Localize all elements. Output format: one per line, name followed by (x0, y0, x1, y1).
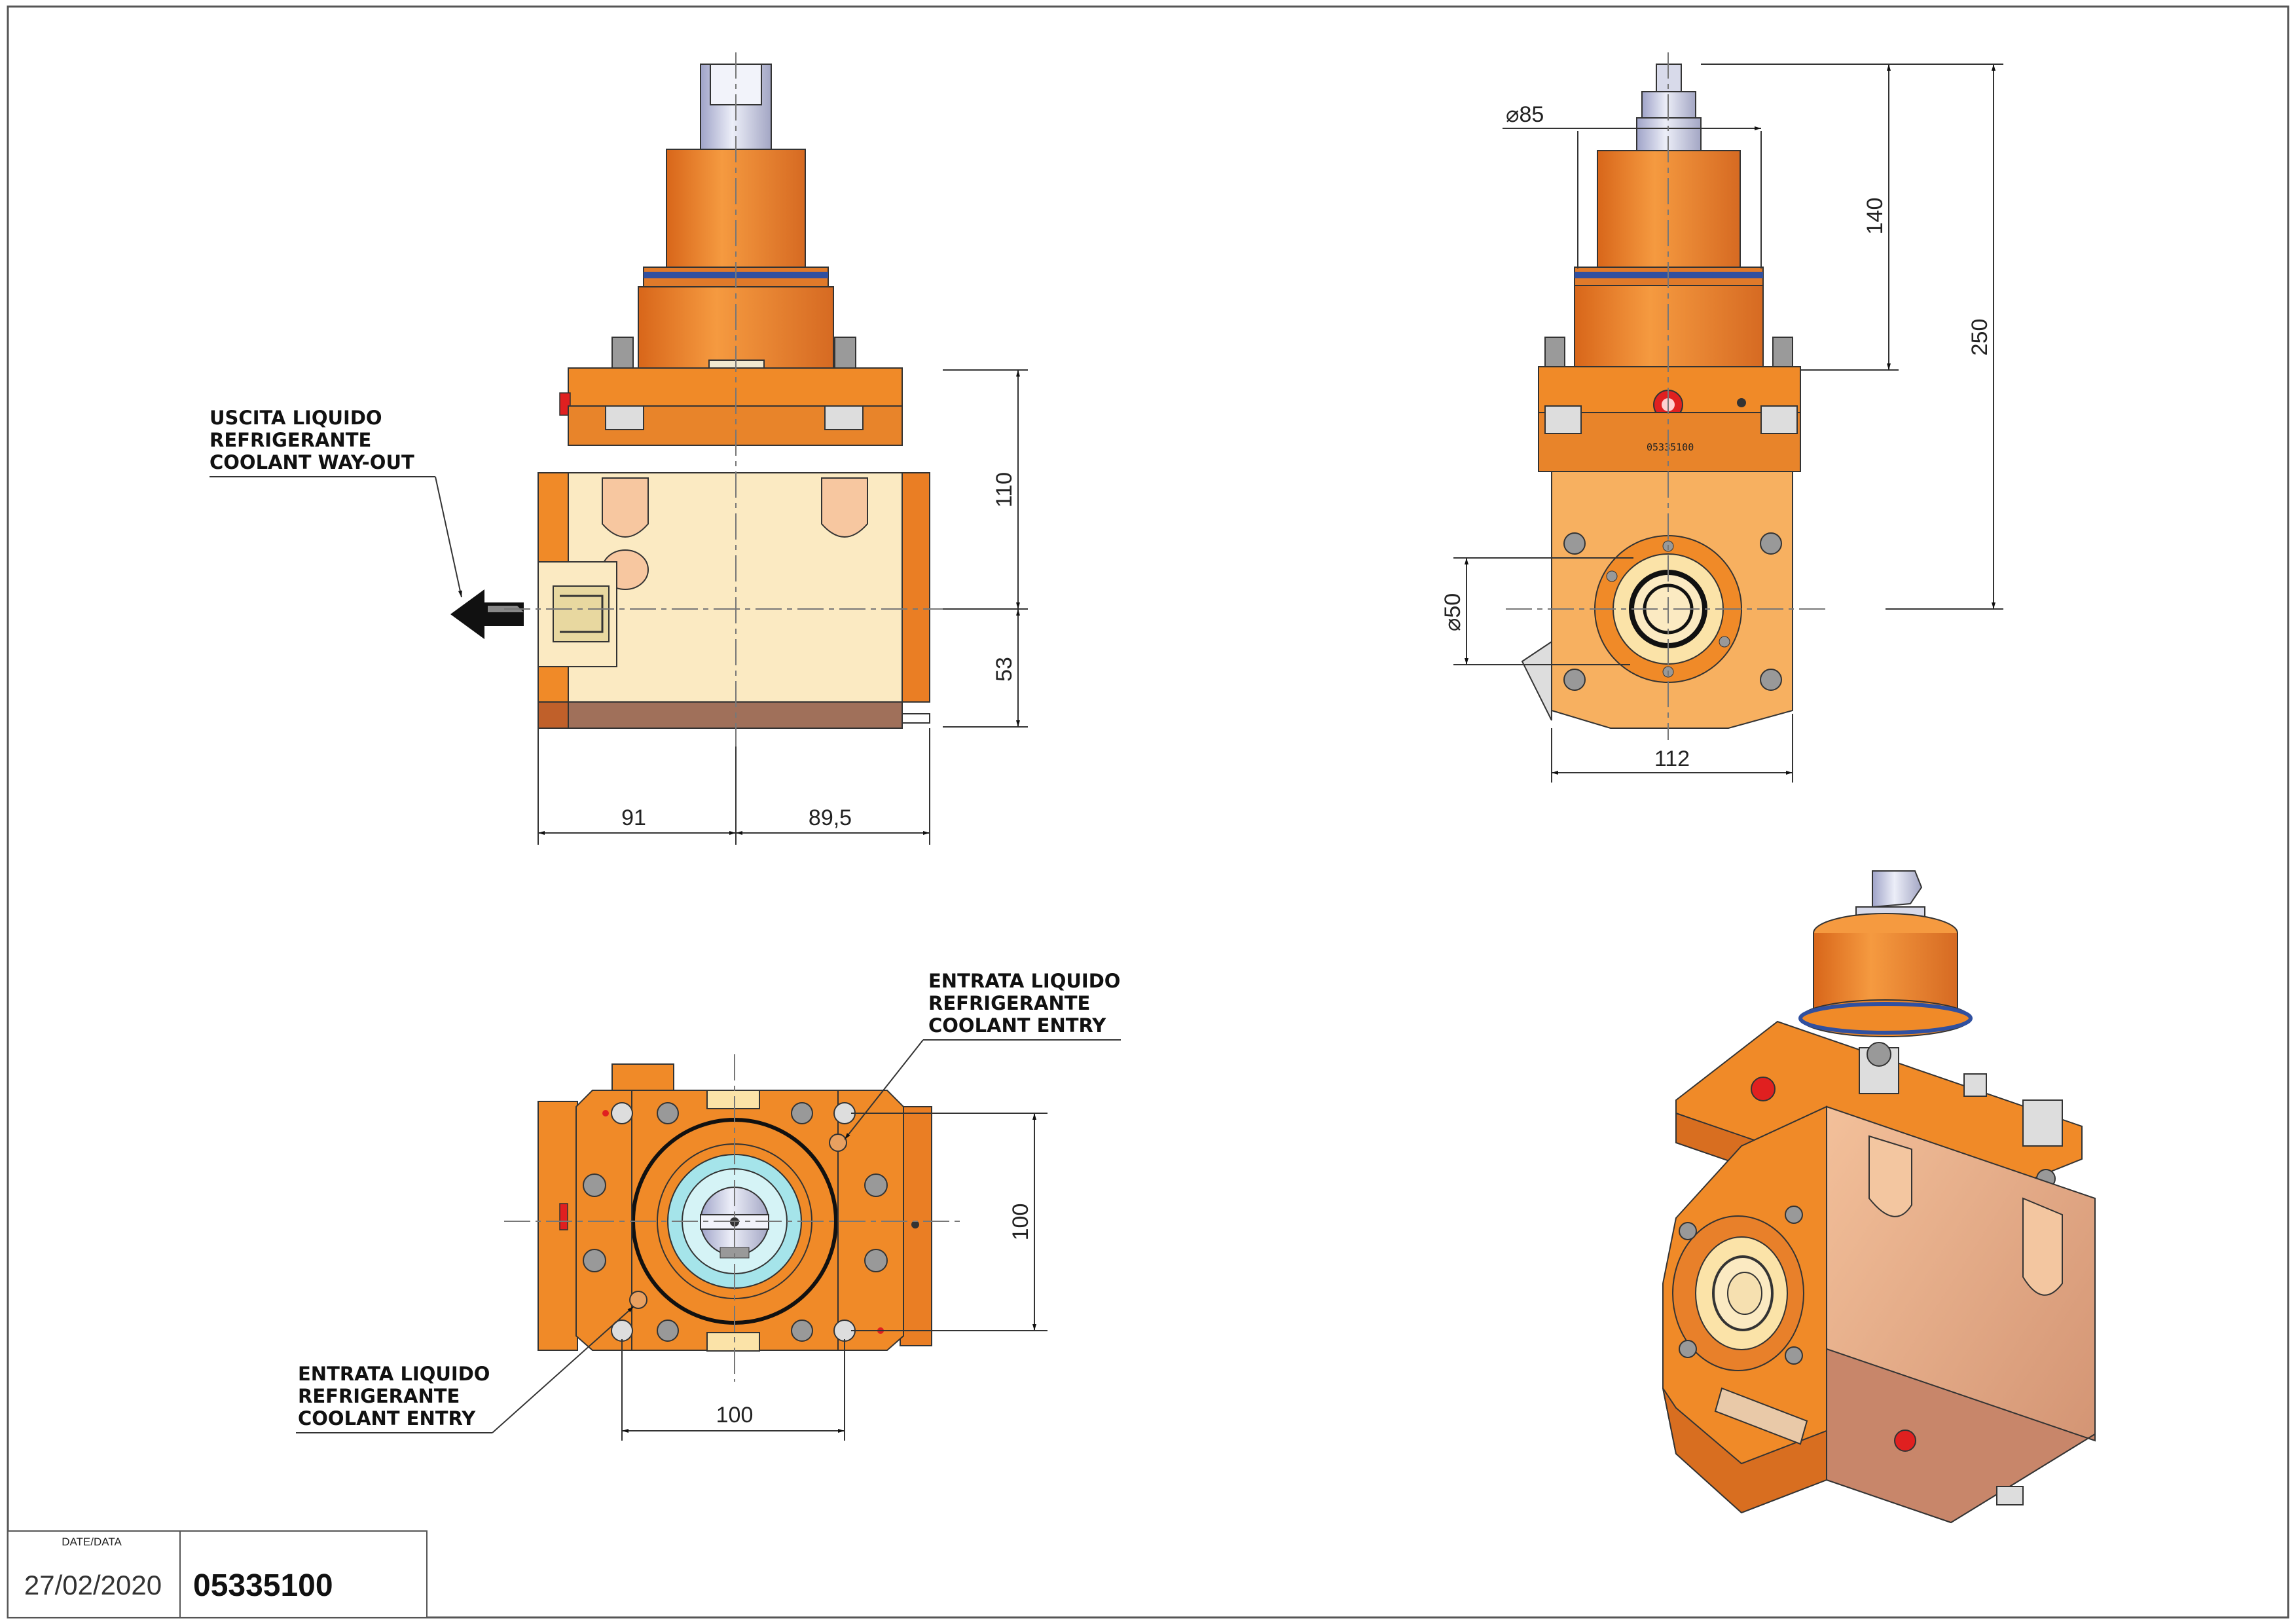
note-coolant-out-line3: COOLANT WAY-OUT (210, 451, 414, 473)
note-coolant-entry-bottom: ENTRATA LIQUIDO REFRIGERANTE COOLANT ENT… (296, 1306, 634, 1433)
dim-front-bore-diameter-value: 50 (1440, 593, 1465, 618)
side-view (450, 52, 1028, 845)
dim-bottom-height: 100 (1008, 1204, 1033, 1241)
dim-front-bore-diameter: ⌀50 (1440, 593, 1465, 631)
dim-side-height-top: 110 (992, 472, 1017, 507)
note-coolant-entry-top-line3: COOLANT ENTRY (928, 1014, 1106, 1037)
diameter-symbol: ⌀ (1440, 618, 1465, 631)
front-view: 05335100 (1453, 52, 2003, 783)
dim-front-width: 112 (1654, 747, 1690, 771)
dim-front-total-height: 250 (1967, 319, 1992, 356)
bottom-view (504, 1054, 1048, 1441)
note-coolant-out-line1: USCITA LIQUIDO (210, 407, 382, 429)
note-coolant-out: USCITA LIQUIDO REFRIGERANTE COOLANT WAY-… (210, 407, 462, 598)
title-date-label: DATE/DATA (62, 1536, 122, 1548)
note-coolant-entry-top-line2: REFRIGERANTE (928, 992, 1090, 1014)
note-coolant-entry-bottom-line2: REFRIGERANTE (298, 1385, 460, 1407)
diameter-symbol: ⌀ (1506, 102, 1519, 127)
sheet-border (7, 5, 2289, 1619)
note-coolant-entry-top-line1: ENTRATA LIQUIDO (928, 970, 1120, 992)
note-coolant-entry-top: ENTRATA LIQUIDO REFRIGERANTE COOLANT ENT… (844, 970, 1121, 1140)
dim-front-shank-length: 140 (1863, 198, 1887, 235)
dim-side-height-bottom: 53 (992, 657, 1017, 682)
dim-bottom-width: 100 (716, 1403, 754, 1428)
title-date: 27/02/2020 (24, 1570, 162, 1600)
isometric-view (1662, 870, 2096, 1524)
dim-front-diameter-top-value: 85 (1519, 102, 1544, 127)
note-coolant-entry-bottom-line1: ENTRATA LIQUIDO (298, 1363, 490, 1385)
dim-front-diameter-top: ⌀85 (1506, 102, 1544, 127)
note-coolant-out-line2: REFRIGERANTE (210, 429, 371, 451)
title-block: DATE/DATA 27/02/2020 05335100 (7, 1530, 428, 1618)
note-coolant-entry-bottom-line3: COOLANT ENTRY (298, 1407, 476, 1430)
dim-side-width-right: 89,5 (809, 805, 852, 830)
part-marking: 05335100 (1647, 441, 1694, 453)
dim-side-width-left: 91 (621, 805, 646, 830)
title-code: 05335100 (193, 1568, 333, 1603)
